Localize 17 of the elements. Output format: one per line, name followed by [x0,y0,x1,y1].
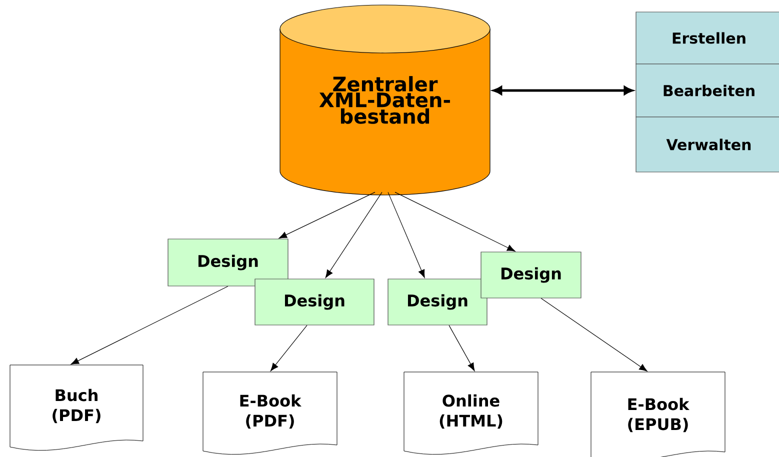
action-box: Verwalten [636,116,779,172]
design-box: Design [388,278,488,326]
arrow [388,192,425,278]
design-box: Design [480,252,582,298]
arrow [278,192,376,238]
design-box: Design [254,278,374,326]
arrow [70,286,228,365]
arrow [270,325,308,372]
arrow [493,86,633,95]
arrow [394,192,516,252]
database-cylinder: Zentraler XML-Daten- bestand [280,4,490,196]
action-box: Bearbeiten [636,64,779,118]
arrow [325,192,382,278]
arrow [540,298,648,372]
action-box: Erstellen [636,12,779,64]
arrow [448,325,475,372]
design-box: Design [168,238,288,286]
